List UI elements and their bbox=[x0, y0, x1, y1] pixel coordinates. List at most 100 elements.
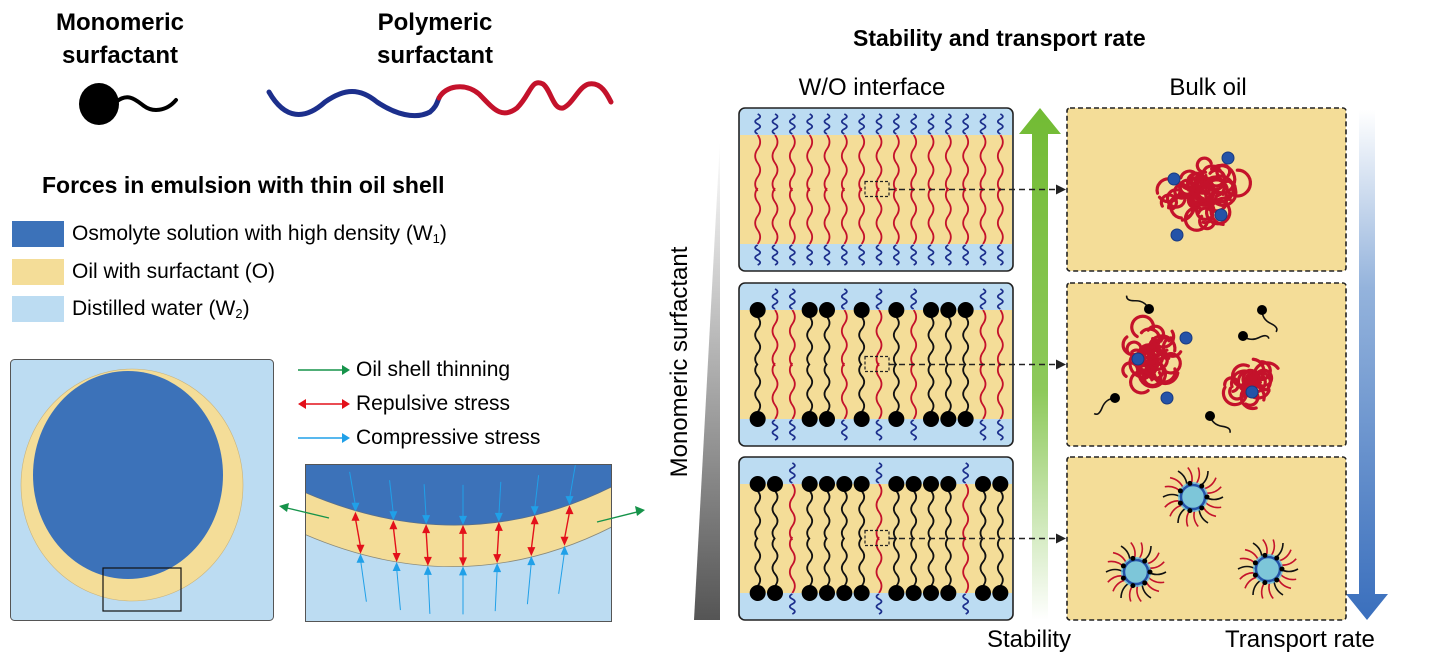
monomer-head bbox=[749, 585, 766, 601]
polymer-hydrophilic-block bbox=[996, 244, 1004, 266]
compressive-stress-arrow-top bbox=[389, 480, 398, 521]
polymer-hydrophobic-block bbox=[840, 309, 848, 367]
arrowhead bbox=[1056, 359, 1066, 370]
polymer-hydrophilic-block bbox=[910, 113, 918, 135]
polymer-hydrophilic-block bbox=[840, 288, 848, 310]
water-droplet bbox=[1160, 391, 1174, 405]
polymer-hydrophobic-block bbox=[771, 309, 779, 367]
arrowhead bbox=[1056, 533, 1066, 544]
polymer-hydrophilic-block bbox=[875, 419, 883, 441]
monomeric-gradient-wedge bbox=[694, 140, 720, 620]
monomer-head bbox=[888, 585, 905, 601]
monomer-head bbox=[923, 585, 939, 601]
polymer-hydrophobic-block bbox=[771, 134, 779, 192]
polymer-hydrophilic-block bbox=[840, 113, 848, 135]
water-droplet bbox=[1170, 228, 1184, 242]
monomer-tail bbox=[840, 537, 848, 587]
polymer-coil-aggregate bbox=[1121, 314, 1183, 395]
monomer-head bbox=[888, 476, 905, 492]
oil-color-swatch bbox=[12, 259, 64, 285]
monomer-head bbox=[992, 476, 1009, 492]
polymer-hydrophobic-block bbox=[788, 362, 796, 420]
water-droplet bbox=[1245, 385, 1259, 399]
polymer-hydrophobic-block bbox=[754, 134, 762, 192]
shell-thinning-arrow-right bbox=[596, 506, 645, 523]
compressive-stress-arrow-top bbox=[565, 465, 576, 506]
monomer-tail bbox=[892, 316, 900, 366]
free-monomer bbox=[1205, 411, 1231, 434]
polymer-hydrophobic-block bbox=[788, 134, 796, 192]
polymer-hydrophobic-block bbox=[979, 309, 987, 367]
monomer-tail bbox=[806, 363, 814, 413]
monomer-tail bbox=[754, 316, 762, 366]
polymer-hydrophobic-block bbox=[979, 187, 987, 245]
monomer-head bbox=[801, 476, 818, 492]
polymer-hydrophobic-block bbox=[996, 134, 1004, 192]
zoom-region-box bbox=[102, 567, 182, 612]
monomer-head bbox=[940, 302, 957, 318]
polymer-hydrophilic-block bbox=[910, 244, 918, 266]
monomer-tail bbox=[858, 316, 866, 366]
monomer-tail bbox=[962, 316, 970, 366]
polymer-coil-aggregate bbox=[1221, 357, 1280, 411]
monomer-head bbox=[975, 585, 991, 601]
monomer-head bbox=[957, 411, 974, 427]
polymer-hydrophilic-block bbox=[788, 244, 796, 266]
stability-label: Stability bbox=[987, 626, 1072, 653]
monomer-tail bbox=[754, 490, 762, 540]
polymer-hydrophobic-block bbox=[840, 134, 848, 192]
monomer-tail bbox=[979, 537, 987, 587]
monomer-tail bbox=[927, 363, 935, 413]
polymer-hydrophobic-block bbox=[996, 187, 1004, 245]
monomer-tail bbox=[944, 537, 952, 587]
polymer-hydrophilic-block bbox=[875, 113, 883, 135]
bulk-oil-panel-mixed bbox=[1066, 282, 1347, 447]
w1-color-swatch bbox=[12, 221, 64, 247]
repulsive-stress-arrow bbox=[527, 515, 539, 557]
polymer-hydrophobic-block bbox=[788, 187, 796, 245]
polymer-hydrophilic-block bbox=[962, 593, 970, 615]
polymer-hydrophobic-block bbox=[962, 187, 970, 245]
monomer-tail bbox=[823, 316, 831, 366]
polymeric-title-line2: surfactant bbox=[376, 42, 494, 69]
polymer-hydrophobic-block bbox=[806, 134, 814, 192]
monomer-tail bbox=[944, 363, 952, 413]
monomer-head bbox=[923, 411, 939, 427]
polymer-hydrophobic-block bbox=[927, 187, 935, 245]
force-legend-repulsive: Repulsive stress bbox=[298, 390, 510, 418]
forces-panel-title: Forces in emulsion with thin oil shell bbox=[42, 172, 445, 198]
polymer-hydrophilic-block bbox=[771, 244, 779, 266]
monomer-tail bbox=[806, 490, 814, 540]
magnified-shell-diagram bbox=[279, 464, 645, 622]
polymer-hydrophilic-block bbox=[962, 244, 970, 266]
polymer-hydrophobic-block bbox=[910, 362, 918, 420]
legend-item-w2: Distilled water (W2) bbox=[12, 295, 250, 323]
monomer-tail bbox=[806, 316, 814, 366]
polymer-hydrophilic-block bbox=[754, 244, 762, 266]
polymer-hydrophilic-block bbox=[806, 113, 814, 135]
monomer-tail bbox=[771, 537, 779, 587]
red-double-arrow-icon bbox=[298, 399, 350, 409]
monomer-tail bbox=[927, 316, 935, 366]
legend-label-w1: Osmolyte solution with high density (W1) bbox=[72, 222, 447, 246]
bulk-oil-panel-monomer-rich bbox=[1066, 456, 1347, 621]
monomer-head bbox=[888, 302, 905, 318]
column-header-interface: W/O interface bbox=[798, 74, 946, 101]
polymer-hydrophilic-block bbox=[754, 113, 762, 135]
monomer-head bbox=[905, 476, 922, 492]
polymer-hydrophobic-block bbox=[962, 134, 970, 192]
polymer-hydrophobic-block bbox=[892, 187, 900, 245]
free-monomer bbox=[1125, 295, 1154, 314]
w1-core bbox=[33, 371, 223, 579]
free-monomer bbox=[1257, 305, 1278, 333]
monomer-tail bbox=[806, 537, 814, 587]
monomer-tail bbox=[962, 363, 970, 413]
w2-color-swatch bbox=[12, 296, 64, 322]
arrowhead bbox=[1056, 184, 1066, 195]
compressive-stress-arrow-bottom bbox=[493, 563, 502, 612]
polymer-hydrophobic-block bbox=[927, 134, 935, 192]
polymer-hydrophilic-block bbox=[771, 419, 779, 441]
monomer-head bbox=[819, 476, 835, 492]
emulsion-droplet-diagram bbox=[10, 359, 274, 621]
polymer-hydrophobic-block bbox=[771, 362, 779, 420]
